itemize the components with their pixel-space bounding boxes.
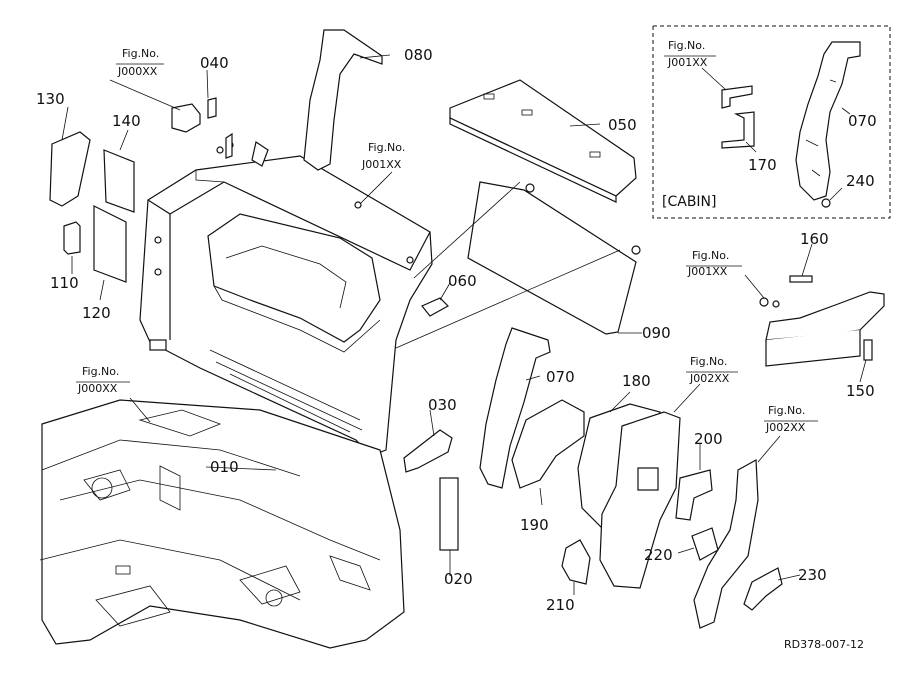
- label-part-070-cabin: 070: [848, 112, 877, 130]
- ref3-code: J001XX: [667, 56, 708, 69]
- bracket-assembly: [599, 411, 681, 589]
- label-part-220: 220: [644, 546, 673, 564]
- part-060: [421, 297, 449, 317]
- label-part-040: 040: [200, 54, 229, 72]
- label-part-200: 200: [694, 430, 723, 448]
- part-230: [743, 567, 783, 611]
- ref7-code: J002XX: [765, 421, 806, 434]
- label-part-030: 030: [428, 396, 457, 414]
- label-part-180: 180: [622, 372, 651, 390]
- part-030: [403, 429, 453, 473]
- part-070-side: [479, 327, 551, 489]
- label-part-110: 110: [50, 274, 79, 292]
- ref2-code: J001XX: [361, 158, 402, 171]
- part-020: [439, 477, 459, 551]
- label-part-230: 230: [798, 566, 827, 584]
- label-part-170: 170: [748, 156, 777, 174]
- label-part-010: 010: [210, 458, 239, 476]
- lower-right-panel: [693, 459, 759, 629]
- part-170: [721, 85, 753, 109]
- ref7-label: Fig.No.: [768, 404, 805, 417]
- ref6-label: Fig.No.: [690, 355, 727, 368]
- ref1-code: J000XX: [117, 65, 158, 78]
- part-050: [449, 79, 637, 203]
- chassis: [39, 399, 405, 649]
- label-part-080: 080: [404, 46, 433, 64]
- part-190: [511, 399, 585, 489]
- cabin-inset: [CABIN]: [652, 25, 891, 219]
- label-part-160: 160: [800, 230, 829, 248]
- ref4-code: J001XX: [687, 265, 728, 278]
- ref4-label: Fig.No.: [692, 249, 729, 262]
- part-110: [63, 221, 81, 255]
- bracket-150-160: [759, 275, 885, 367]
- label-part-130: 130: [36, 90, 65, 108]
- part-040: [207, 97, 217, 119]
- part-160: [789, 275, 813, 283]
- label-part-020: 020: [444, 570, 473, 588]
- ref5-label: Fig.No.: [82, 365, 119, 378]
- part-070-cabin: [795, 41, 861, 201]
- part-200: [675, 469, 713, 521]
- cabin-label: [CABIN]: [662, 194, 716, 210]
- part-210: [561, 539, 591, 585]
- ref1-label: Fig.No.: [122, 47, 159, 60]
- part-150: [863, 339, 873, 361]
- part-240: [821, 198, 831, 208]
- part-labels: 080 040 130 140 050 110 120 060 090 070 …: [36, 46, 877, 614]
- main-housing: [139, 132, 433, 457]
- ref5-code: J000XX: [77, 382, 118, 395]
- label-part-120: 120: [82, 304, 111, 322]
- label-part-210: 210: [546, 596, 575, 614]
- leader-lines: [61, 54, 867, 595]
- part-130: [49, 131, 91, 207]
- drawing-id: RD378-007-12: [784, 638, 864, 651]
- label-part-050: 050: [608, 116, 637, 134]
- ref6-code: J002XX: [689, 372, 730, 385]
- label-part-150: 150: [846, 382, 875, 400]
- label-part-060: 060: [448, 272, 477, 290]
- label-part-190: 190: [520, 516, 549, 534]
- ref3-label: Fig.No.: [668, 39, 705, 52]
- fig-bracket-j000: [171, 103, 201, 133]
- label-part-240: 240: [846, 172, 875, 190]
- part-120: [93, 205, 127, 283]
- label-part-070-side: 070: [546, 368, 575, 386]
- part-140: [103, 149, 135, 213]
- label-part-090: 090: [642, 324, 671, 342]
- part-090: [467, 181, 641, 335]
- label-part-140: 140: [112, 112, 141, 130]
- figure-references: Fig.No. J000XX Fig.No. J001XX Fig.No. J0…: [76, 39, 818, 434]
- ref2-label: Fig.No.: [368, 141, 405, 154]
